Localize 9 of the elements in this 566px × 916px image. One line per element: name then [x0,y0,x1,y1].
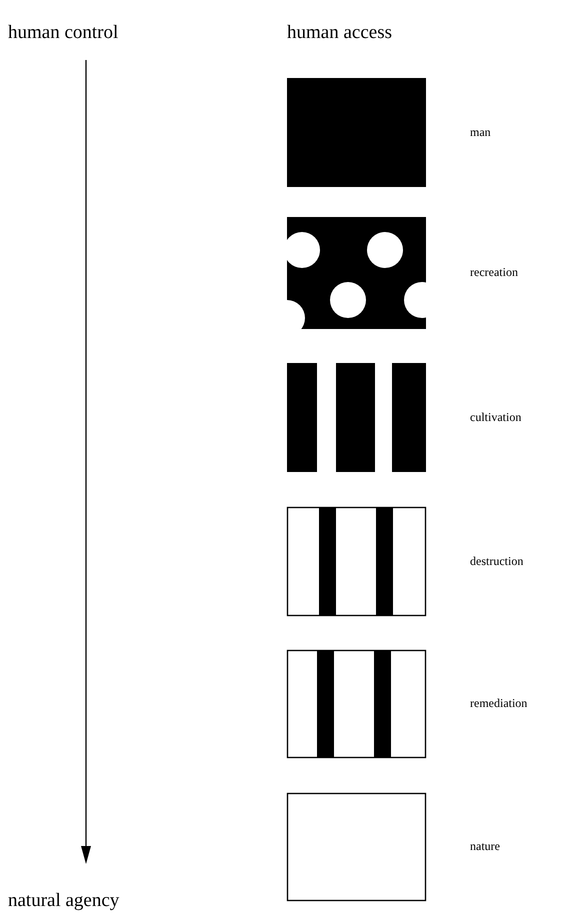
axis-label: human control [8,22,118,44]
row-label: cultivation [470,410,522,424]
row-label: nature [470,839,500,854]
axis-label: human access [287,22,392,44]
row-label: remediation [470,696,528,711]
row-label: recreation [470,265,518,280]
axis-label: natural agency [8,890,120,912]
row-label: destruction [470,554,524,568]
row-label: man [470,124,491,140]
